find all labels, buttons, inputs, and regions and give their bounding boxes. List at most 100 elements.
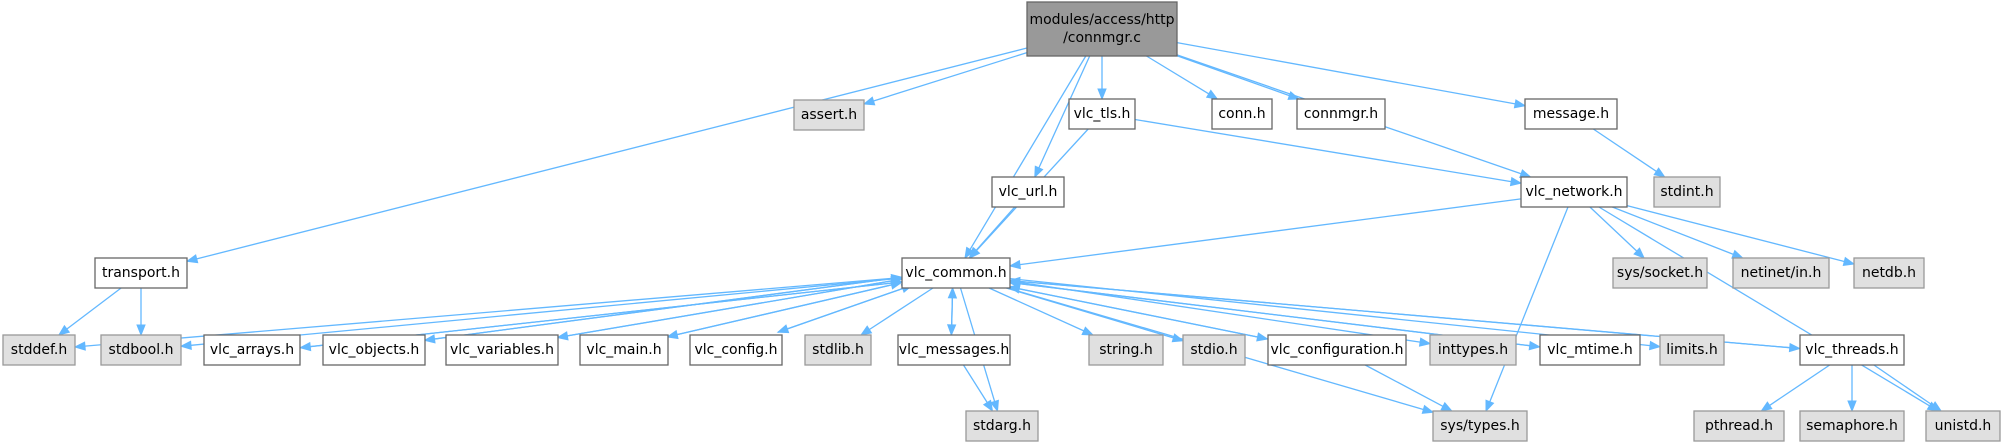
edge-line <box>950 297 954 335</box>
node-label: vlc_arrays.h <box>210 342 294 358</box>
node-semaphore[interactable]: semaphore.h <box>1799 410 1905 442</box>
node-vlc-mtime[interactable]: vlc_mtime.h <box>1539 334 1641 366</box>
edge-vlc_tls-to-vlc_network <box>1134 118 1523 187</box>
node-pthread[interactable]: pthread.h <box>1693 410 1785 442</box>
node-connmgr[interactable]: modules/access/http/connmgr.c <box>1026 1 1178 57</box>
node-transport[interactable]: transport.h <box>94 257 188 289</box>
node-stddef[interactable]: stddef.h <box>2 334 76 366</box>
node-label: vlc_main.h <box>586 342 661 358</box>
node-vlc-tls[interactable]: vlc_tls.h <box>1068 98 1136 130</box>
node-box <box>1026 1 1178 57</box>
node-stdio[interactable]: stdio.h <box>1182 334 1246 366</box>
edge-arrowhead <box>1653 167 1666 178</box>
node-label: vlc_tls.h <box>1074 106 1131 122</box>
node-label: stdlib.h <box>812 342 864 358</box>
edge-arrowhead <box>964 246 975 260</box>
node-sys-types[interactable]: sys/types.h <box>1432 410 1528 442</box>
edge-line <box>84 276 903 347</box>
node-label: stdint.h <box>1660 184 1713 200</box>
node-vlc-common[interactable]: vlc_common.h <box>901 257 1011 289</box>
edge-arrowhead <box>1842 256 1856 266</box>
node-vlc-threads[interactable]: vlc_threads.h <box>1799 334 1905 366</box>
node-label: string.h <box>1099 342 1153 358</box>
node-box <box>1296 98 1386 130</box>
edge-connmgr-to-vlc_url <box>1034 55 1091 179</box>
node-limits[interactable]: limits.h <box>1659 334 1725 366</box>
edge-arrowhead <box>1440 401 1454 412</box>
node-vlc-configuration[interactable]: vlc_configuration.h <box>1267 334 1407 366</box>
node-vlc-variables[interactable]: vlc_variables.h <box>445 334 559 366</box>
node-stdarg[interactable]: stdarg.h <box>965 410 1039 442</box>
node-box <box>1182 334 1246 366</box>
node-label: limits.h <box>1666 342 1717 358</box>
node-assert[interactable]: assert.h <box>793 99 865 131</box>
node-label: message.h <box>1533 106 1609 122</box>
node-vlc-messages[interactable]: vlc_messages.h <box>897 334 1011 366</box>
node-box <box>1520 176 1628 208</box>
node-vlc-url[interactable]: vlc_url.h <box>991 176 1065 208</box>
node-stdint[interactable]: stdint.h <box>1653 176 1721 208</box>
edge-arrowhead <box>862 96 876 106</box>
node-label: assert.h <box>801 107 857 123</box>
edge-arrowhead <box>1418 337 1432 347</box>
node-box <box>100 334 182 366</box>
edge-connmgr-to-message <box>1176 41 1527 109</box>
node-label: netdb.h <box>1862 265 1916 281</box>
edge-arrowhead <box>1205 89 1219 100</box>
edge-arrowhead <box>1929 401 1943 412</box>
node-label: netinet/in.h <box>1741 265 1822 281</box>
node-box <box>445 334 559 366</box>
edge-arrowhead <box>57 324 71 336</box>
node-stdbool[interactable]: stdbool.h <box>100 334 182 366</box>
edge-line <box>988 287 1085 332</box>
node-vlc-config[interactable]: vlc_config.h <box>689 334 783 366</box>
node-label: inttypes.h <box>1438 342 1508 358</box>
edge-arrowhead <box>968 247 980 260</box>
edge-transport-to-stdbool <box>136 287 146 337</box>
node-box <box>1068 98 1136 130</box>
node-netdb[interactable]: netdb.h <box>1853 257 1925 289</box>
node-box <box>2 334 76 366</box>
node-inttypes[interactable]: inttypes.h <box>1429 334 1517 366</box>
node-label: stddef.h <box>11 342 67 358</box>
node-box <box>1432 410 1528 442</box>
edge-vlc_threads-to-pthread <box>1760 364 1831 412</box>
node-label: stdarg.h <box>973 418 1031 434</box>
edge-line <box>1612 206 1734 256</box>
node-connmgr-h[interactable]: connmgr.h <box>1296 98 1386 130</box>
edge-arrowhead <box>1485 399 1495 413</box>
node-stdlib[interactable]: stdlib.h <box>804 334 872 366</box>
node-vlc-arrays[interactable]: vlc_arrays.h <box>203 334 301 366</box>
edge-vlc_url-to-vlc_common <box>968 206 1016 260</box>
node-conn[interactable]: conn.h <box>1211 98 1273 130</box>
edge-vlc_config-to-vlc_common <box>777 284 914 333</box>
edge-arrowhead <box>1760 401 1773 412</box>
node-label: stdbool.h <box>109 342 174 358</box>
node-vlc-objects[interactable]: vlc_objects.h <box>322 334 426 366</box>
edge-line <box>1769 364 1831 406</box>
edge-line <box>1873 364 1934 406</box>
node-string[interactable]: string.h <box>1088 334 1164 366</box>
node-box <box>1799 334 1905 366</box>
node-box <box>1088 334 1164 366</box>
edge-arrowhead <box>73 341 86 351</box>
node-vlc-network[interactable]: vlc_network.h <box>1520 176 1628 208</box>
edge-vlc_messages-to-vlc_common <box>947 286 958 335</box>
node-label: vlc_configuration.h <box>1270 342 1403 358</box>
node-box <box>1853 257 1925 289</box>
node-label: unistd.h <box>1935 418 1992 434</box>
node-message[interactable]: message.h <box>1524 98 1618 130</box>
node-sys-socket[interactable]: sys/socket.h <box>1612 257 1708 289</box>
edge-vlc_main-to-vlc_common <box>667 280 903 338</box>
edge-connmgr-to-vlc_common <box>964 55 1087 260</box>
node-box <box>689 334 783 366</box>
node-unistd[interactable]: unistd.h <box>1925 410 2001 442</box>
edge-vlc_common-to-stddef <box>73 276 903 351</box>
node-vlc-main[interactable]: vlc_main.h <box>579 334 669 366</box>
node-box <box>1267 334 1407 366</box>
edge-vlc_configuration-to-vlc_common <box>1008 284 1268 340</box>
edge-transport-to-stddef <box>57 287 122 336</box>
edge-line <box>1038 55 1091 169</box>
node-label: conn.h <box>1218 106 1265 122</box>
node-netinet-in[interactable]: netinet/in.h <box>1732 257 1830 289</box>
